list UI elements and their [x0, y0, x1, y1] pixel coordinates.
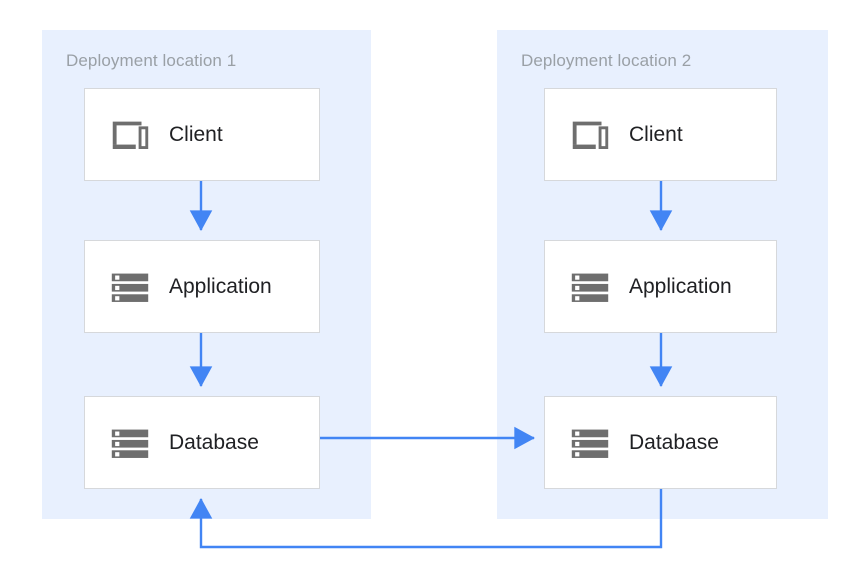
zone-label-2: Deployment location 2 — [521, 51, 692, 70]
node-label-database-2: Database — [629, 430, 719, 454]
node-database-2[interactable]: Database — [544, 396, 777, 489]
server-icon — [111, 273, 149, 302]
node-database-1[interactable]: Database — [84, 396, 320, 489]
node-label-database-1: Database — [169, 430, 259, 454]
node-label-application-2: Application — [629, 274, 732, 298]
node-client-1[interactable]: Client — [84, 88, 320, 181]
node-label-client-2: Client — [629, 122, 683, 146]
server-icon — [111, 429, 149, 458]
devices-icon — [572, 121, 609, 149]
node-client-2[interactable]: Client — [544, 88, 777, 181]
node-application-2[interactable]: Application — [544, 240, 777, 333]
server-icon — [571, 429, 609, 458]
server-icon — [571, 273, 609, 302]
zone-label-1: Deployment location 1 — [66, 51, 237, 70]
node-application-1[interactable]: Application — [84, 240, 320, 333]
node-label-client-1: Client — [169, 122, 223, 146]
node-label-application-1: Application — [169, 274, 272, 298]
devices-icon — [112, 121, 149, 149]
